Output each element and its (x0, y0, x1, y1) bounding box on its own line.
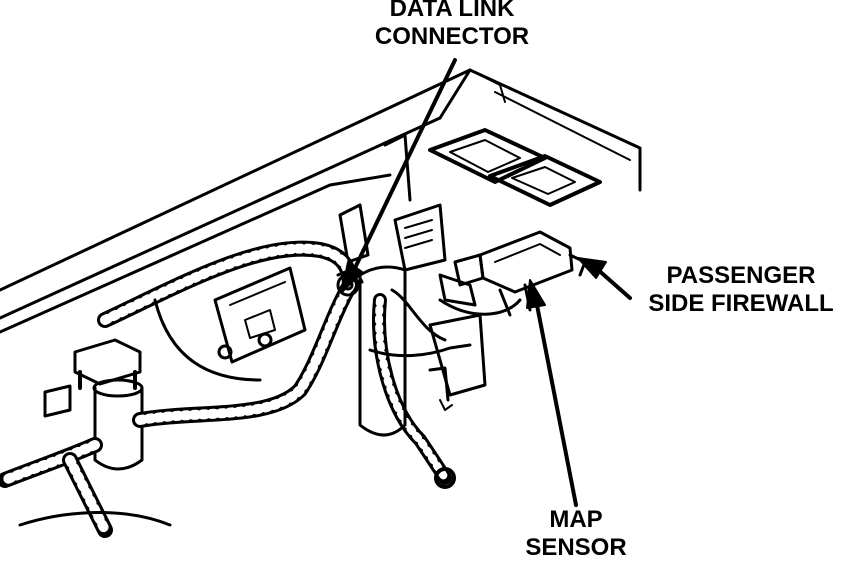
arrow-head-data-link (341, 261, 363, 293)
data-link-connector-label: DATA LINK CONNECTOR (352, 0, 552, 51)
passenger-side-firewall-label-line2: SIDE FIREWALL (648, 290, 834, 317)
data-link-connector-label-line2: CONNECTOR (374, 23, 530, 50)
leader-lines (341, 58, 632, 507)
relay-plate (153, 266, 307, 382)
center-canister (358, 265, 487, 437)
map-sensor-label: MAP SENSOR (496, 506, 656, 562)
passenger-side-firewall-label-line1: PASSENGER (666, 262, 816, 289)
lower-hose (18, 510, 172, 527)
firewall-bracket (338, 133, 447, 272)
passenger-side-firewall-label: PASSENGER SIDE FIREWALL (626, 262, 856, 318)
wiring-harness (0, 240, 456, 538)
map-sensor-assembly (438, 230, 587, 317)
arrow-head-firewall (577, 257, 607, 279)
left-canister (43, 338, 144, 471)
cowl-vent-slots (428, 128, 602, 207)
map-sensor-label-line2: SENSOR (525, 534, 627, 561)
map-sensor-label-line1: MAP (549, 506, 603, 533)
arrow-head-map-sensor (526, 279, 546, 309)
data-link-connector-label-line1: DATA LINK (389, 0, 515, 22)
firewall-panel (0, 68, 642, 334)
